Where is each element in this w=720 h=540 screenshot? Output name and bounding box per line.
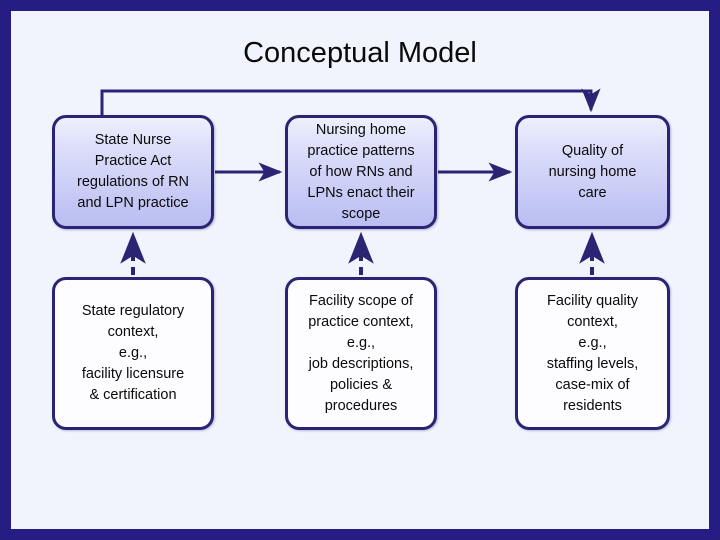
connector-act-to-quality-elbow <box>100 88 601 115</box>
connector-layer <box>100 88 605 275</box>
slide-canvas: Conceptual Model St <box>11 11 709 529</box>
page-title: Conceptual Model <box>243 37 477 69</box>
